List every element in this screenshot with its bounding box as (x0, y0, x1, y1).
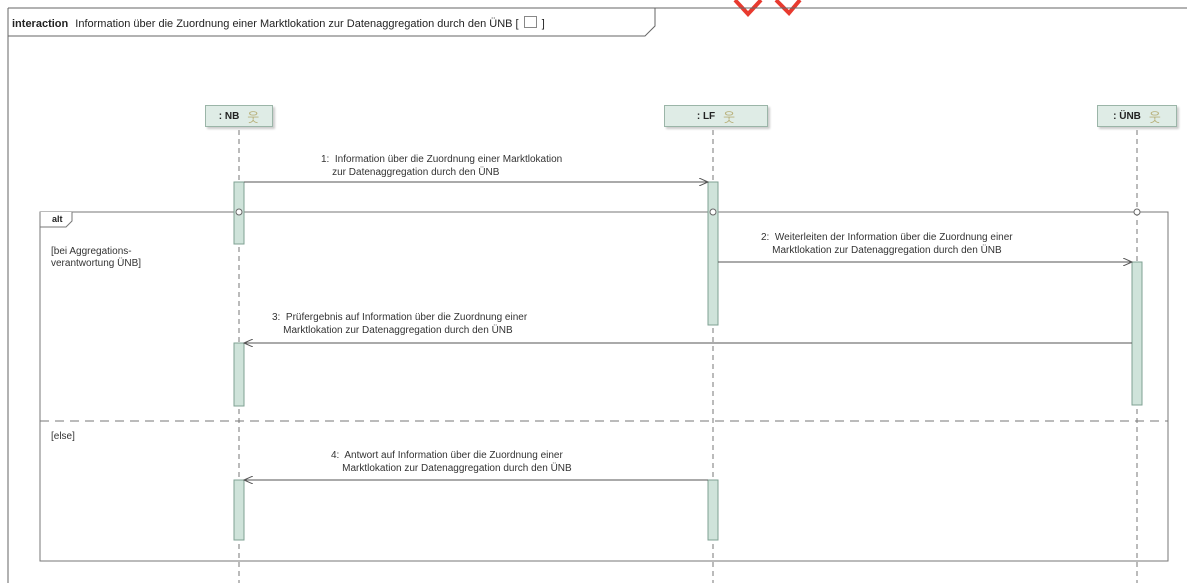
participant-nb-label: : NB (218, 110, 240, 122)
gate-unb (1133, 208, 1141, 216)
frame-title-text: Information über die Zuordnung einer Mar… (75, 18, 519, 30)
message-2-label: 2: Weiterleiten der Information über die… (761, 232, 1013, 256)
alt-guard-2: [else] (51, 431, 75, 442)
red-watermark-mark (733, 0, 802, 17)
message-1-label: 1: Information über die Zuordnung einer … (321, 154, 563, 178)
participant-unb-label: : ÜNB (1113, 110, 1141, 122)
alt-fragment (39, 211, 1169, 562)
participant-lf: : LF 웃 (664, 105, 768, 127)
frame-keyword: interaction (12, 18, 69, 30)
gate-lf (709, 208, 717, 216)
activation-nb-3 (233, 479, 245, 541)
frame-title: interaction Information über die Zuordnu… (12, 16, 545, 30)
activation-lf-1 (707, 181, 719, 326)
activation-lf-2 (707, 479, 719, 541)
interaction-frame (7, 7, 1187, 583)
frame-title-tab (8, 8, 656, 37)
participant-unb: : ÜNB 웃 (1097, 105, 1177, 127)
gate-nb (235, 208, 243, 216)
alt-operator: alt (52, 214, 63, 224)
alt-fragment-tag (39, 212, 73, 228)
participant-nb: : NB 웃 (205, 105, 273, 127)
alt-guard-1: [bei Aggregations- verantwortung ÜNB] (51, 246, 142, 269)
actor-icon: 웃 (723, 109, 736, 125)
participant-lf-label: : LF (696, 110, 716, 122)
actor-icon: 웃 (247, 109, 260, 125)
activation-unb-1 (1131, 261, 1143, 406)
diagram-icon (523, 16, 537, 28)
message-3-label: 3: Prüfergebnis auf Information über die… (272, 312, 528, 336)
activation-nb-2 (233, 342, 245, 407)
actor-icon: 웃 (1148, 109, 1161, 125)
message-4-label: 4: Antwort auf Information über die Zuor… (331, 450, 572, 474)
frame-title-end: ] (541, 18, 545, 30)
